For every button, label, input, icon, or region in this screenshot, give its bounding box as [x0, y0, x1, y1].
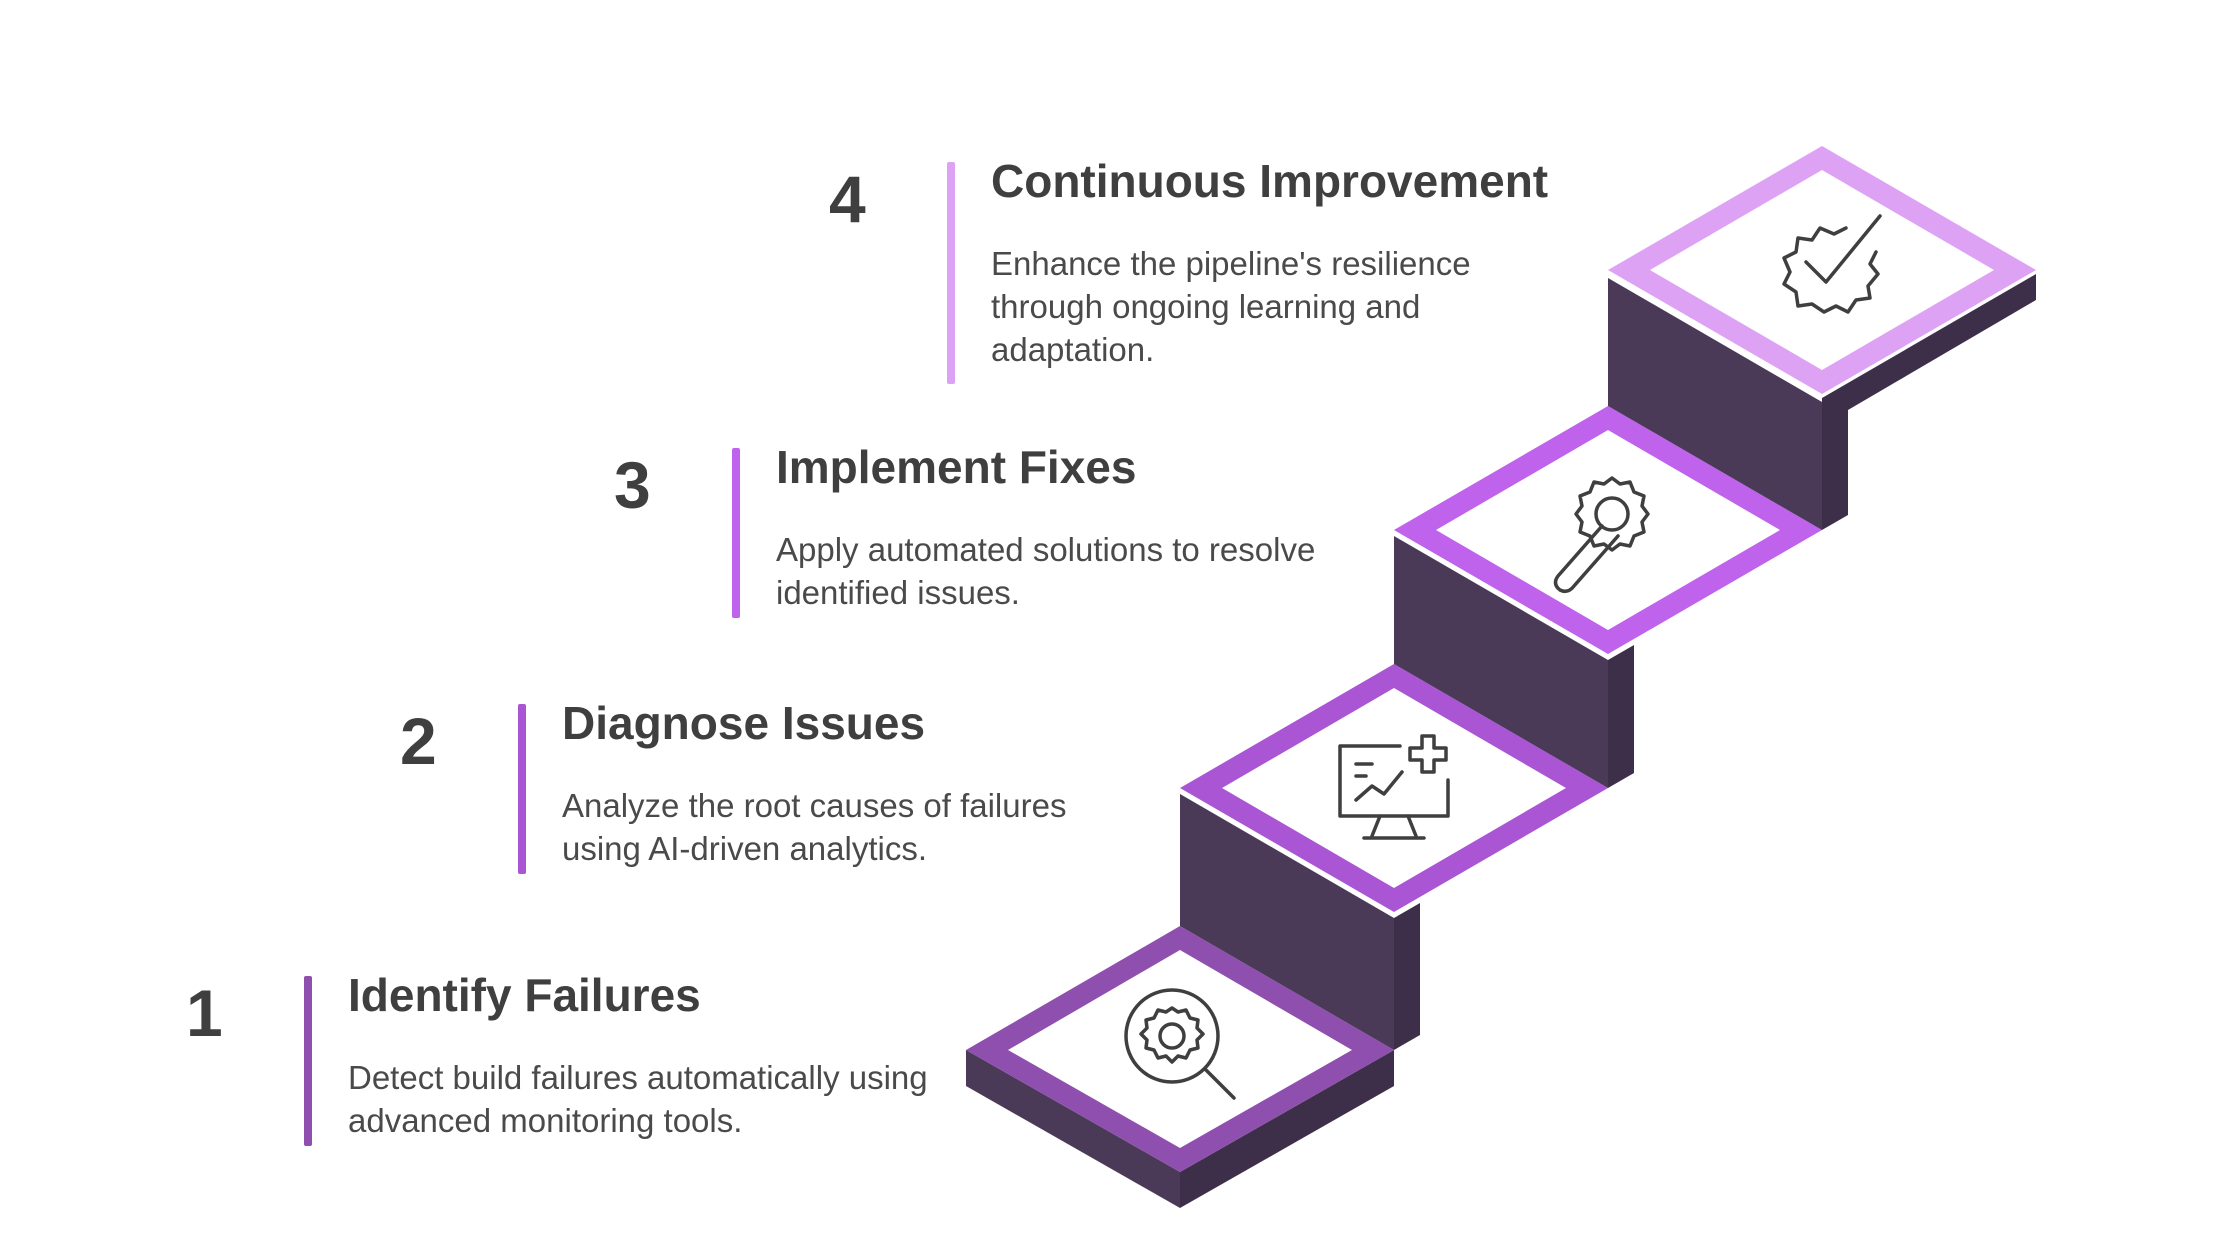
step-2-tile-face [1222, 688, 1566, 888]
riser-2-3-side [1608, 645, 1634, 788]
gear-magnifier-icon [1124, 988, 1236, 1100]
step-4-title: Continuous Improvement [991, 155, 1549, 207]
step-4-tile-face [1650, 170, 1994, 370]
gear-wrench-icon [1553, 476, 1650, 594]
monitor-chart-plus-icon [1338, 734, 1450, 840]
step-4-accent-bar [947, 162, 955, 384]
riser-1-2 [1180, 794, 1394, 1050]
step-1-description: Detect build failures automatically usin… [348, 1059, 928, 1139]
step-1-base-right [1180, 1050, 1394, 1208]
riser-1-2-side [1394, 903, 1420, 1050]
step-4-number: 4 [829, 162, 866, 236]
step-1-tile-face [1008, 950, 1352, 1148]
step-1-base-left [966, 1050, 1180, 1208]
step-4-right-side [1822, 274, 2036, 420]
step-4-description: Enhance the pipeline's resilience throug… [991, 245, 1471, 368]
step-2-title: Diagnose Issues [562, 697, 926, 749]
step-3-description: Apply automated solutions to resolve ide… [776, 531, 1316, 611]
step-1-number: 1 [186, 976, 223, 1050]
step-4-block [1608, 146, 2036, 420]
step-2-description: Analyze the root causes of failures usin… [562, 787, 1067, 867]
step-1-block [966, 926, 1394, 1208]
step-1-title: Identify Failures [348, 969, 701, 1021]
step-2-number: 2 [400, 704, 437, 778]
step-1-accent-bar [304, 976, 312, 1146]
step-3-title: Implement Fixes [776, 441, 1137, 493]
riser-3-4-side [1822, 387, 1848, 530]
riser-2-3 [1394, 536, 1608, 788]
step-3-number: 3 [614, 448, 651, 522]
step-2-accent-bar [518, 704, 526, 874]
step-3-accent-bar [732, 448, 740, 618]
gear-check-icon [1782, 214, 1882, 314]
riser-3-4 [1608, 278, 1822, 530]
